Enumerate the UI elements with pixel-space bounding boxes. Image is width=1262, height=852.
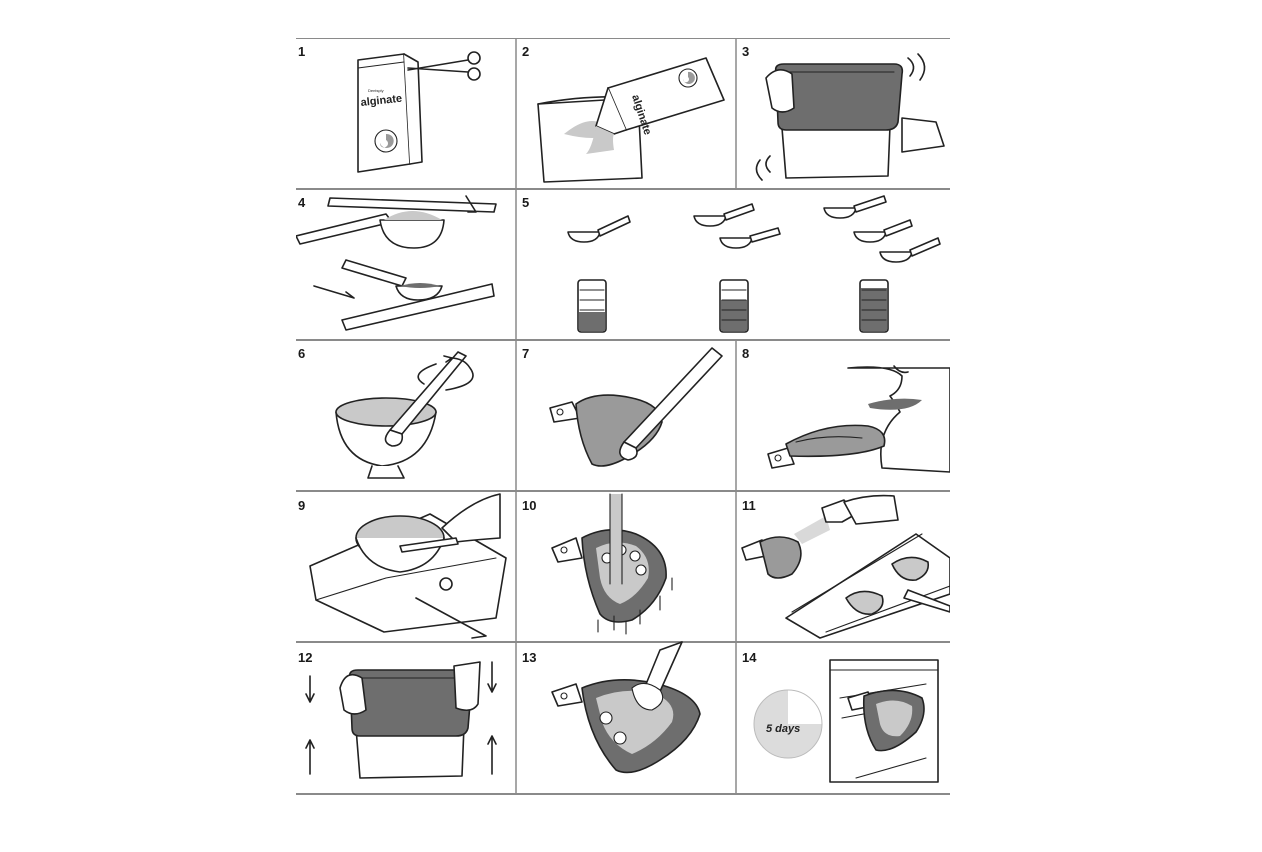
instruction-sheet: 1 Dentsply alginate 2 alginate [296, 38, 950, 795]
package-brand: alginate [360, 93, 403, 109]
step-number: 1 [298, 44, 305, 59]
step-number: 2 [522, 44, 529, 59]
one-scoop [567, 215, 631, 243]
step-number: 14 [742, 650, 757, 665]
step-number: 5 [522, 195, 529, 210]
step-11-panel: 11 [741, 494, 950, 639]
step-number: 12 [298, 650, 312, 665]
water-cylinder-two [719, 279, 749, 333]
two-scoops [693, 203, 781, 249]
level-measuring-scoop-icon [296, 195, 497, 331]
step-number: 11 [742, 498, 756, 513]
step-3-panel: 3 [742, 44, 945, 181]
storage-time: 5 days [766, 723, 800, 735]
step-14-panel: 14 5 days [742, 650, 939, 783]
step-8-panel: 8 [742, 346, 950, 473]
step-12-panel: 12 [298, 650, 497, 779]
instruction-grid: 1 Dentsply alginate 2 alginate [296, 38, 950, 795]
close-container-icon [305, 661, 497, 779]
insert-tray-in-mouth-icon [767, 365, 950, 473]
step-number: 8 [742, 346, 749, 361]
scoop-to-water-ratio-icon [567, 195, 941, 333]
alginate-bag-and-scissors-icon: Dentsply alginate [357, 51, 481, 173]
rinse-impression-icon [551, 493, 673, 635]
three-scoops [823, 195, 941, 263]
disinfect-impression-icon [741, 494, 950, 639]
water-cylinder-three [859, 279, 889, 333]
mix-in-bowl-icon [335, 351, 474, 479]
pour-powder-into-container-icon: alginate [537, 57, 725, 183]
clock-icon: 5 days [753, 689, 823, 759]
scissors-icon [407, 51, 481, 81]
shake-sealed-container-icon [755, 53, 945, 181]
step-4-panel: 4 [296, 195, 497, 331]
step-number: 6 [298, 346, 305, 361]
store-in-bag-five-days-icon: 5 days [753, 659, 939, 783]
step-2-panel: 2 alginate [522, 44, 725, 183]
step-9-panel: 9 [298, 493, 507, 639]
step-1-panel: 1 Dentsply alginate [298, 44, 481, 173]
step-6-panel: 6 [298, 346, 474, 479]
step-number: 3 [742, 44, 749, 59]
sealed-bag-icon [829, 659, 939, 783]
step-number: 7 [522, 346, 529, 361]
step-number: 13 [522, 650, 536, 665]
package-maker: Dentsply [368, 88, 384, 93]
step-10-panel: 10 [522, 493, 673, 635]
step-13-panel: 13 [522, 641, 701, 774]
step-number: 9 [298, 498, 305, 513]
fill-impression-tray-icon [549, 347, 723, 467]
pour-model-icon [551, 641, 701, 774]
step-number: 10 [522, 498, 536, 513]
clean-bowl-at-sink-icon [309, 493, 507, 639]
step-7-panel: 7 [522, 346, 723, 467]
step-number: 4 [298, 195, 306, 210]
step-5-panel: 5 [522, 195, 941, 333]
water-cylinder-one [577, 279, 607, 333]
